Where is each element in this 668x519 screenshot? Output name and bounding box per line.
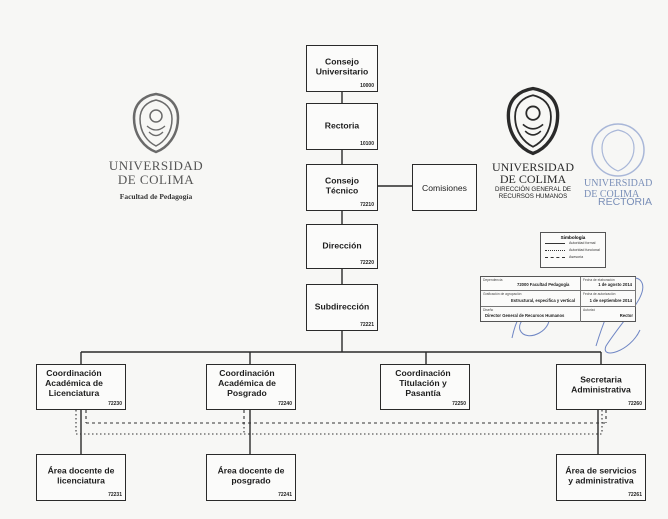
node-direccion: Dirección 72220 bbox=[306, 224, 378, 269]
universidad-colima-logo-right: UNIVERSIDAD DE COLIMA DIRECCIÓN GENERAL … bbox=[468, 86, 598, 200]
universidad-colima-logo-left: UNIVERSIDAD DE COLIMA Facultad de Pedago… bbox=[86, 92, 226, 201]
legend-simbologia: Simbología Autoridad formal Autoridad fu… bbox=[540, 232, 606, 268]
node-area-servicios: Área de servicios y administrativa 72261 bbox=[556, 454, 646, 501]
stamp-shield-icon bbox=[591, 123, 645, 177]
node-coord-licenciatura: Coordinación Académica de Licenciatura 7… bbox=[36, 364, 126, 410]
node-consejo-tecnico: Consejo Técnico 72210 bbox=[306, 164, 378, 211]
node-coord-posgrado: Coordinación Académica de Posgrado 72240 bbox=[206, 364, 296, 410]
rectoria-stamp: UNIVERSIDAD DE COLIMA RECTORIA bbox=[578, 118, 668, 223]
university-name: UNIVERSIDAD DE COLIMA bbox=[492, 160, 574, 186]
cell-graficacion: Graficación de agrupación Estructural, e… bbox=[481, 291, 581, 307]
node-rectoria: Rectoria 10100 bbox=[306, 103, 378, 150]
cell-dependencia: Dependencia 72000 Facultad Pedagogía bbox=[481, 277, 581, 291]
node-area-licenciatura: Área docente de licenciatura 72231 bbox=[36, 454, 126, 501]
legend-item: Autoridad funcional bbox=[541, 247, 605, 254]
node-consejo-universitario: Consejo Universitario 10000 bbox=[306, 45, 378, 92]
node-area-posgrado: Área docente de posgrado 72241 bbox=[206, 454, 296, 501]
legend-title: Simbología bbox=[560, 235, 586, 240]
faculty-name: Facultad de Pedagogía bbox=[119, 192, 193, 202]
cell-diseno: Diseño Director General de Recursos Huma… bbox=[481, 307, 581, 322]
university-shield-icon bbox=[506, 86, 560, 156]
university-shield-icon bbox=[132, 92, 180, 154]
university-name: UNIVERSIDAD DE COLIMA bbox=[108, 158, 204, 187]
node-coord-titulacion: Coordinación Titulación y Pasantía 72250 bbox=[380, 364, 470, 410]
cell-fecha-elaboracion: Fecha de elaboración 1 de agosto 2014 bbox=[581, 277, 636, 291]
node-subdireccion: Subdirección 72221 bbox=[306, 284, 378, 331]
info-table: Dependencia 72000 Facultad Pedagogía Fec… bbox=[480, 276, 636, 322]
node-secretaria-administrativa: Secretaria Administrativa 72260 bbox=[556, 364, 646, 410]
cell-fecha-autorizacion: Fecha de autorización 1 de septiembre 20… bbox=[581, 291, 636, 307]
department-name: DIRECCIÓN GENERAL DE RECURSOS HUMANOS bbox=[494, 186, 572, 201]
cell-autorizo: Autorizó Rector bbox=[583, 308, 633, 318]
node-comisiones: Comisiones bbox=[412, 164, 477, 211]
legend-item: Asesoría bbox=[541, 254, 605, 261]
legend-item: Autoridad formal bbox=[541, 240, 605, 247]
